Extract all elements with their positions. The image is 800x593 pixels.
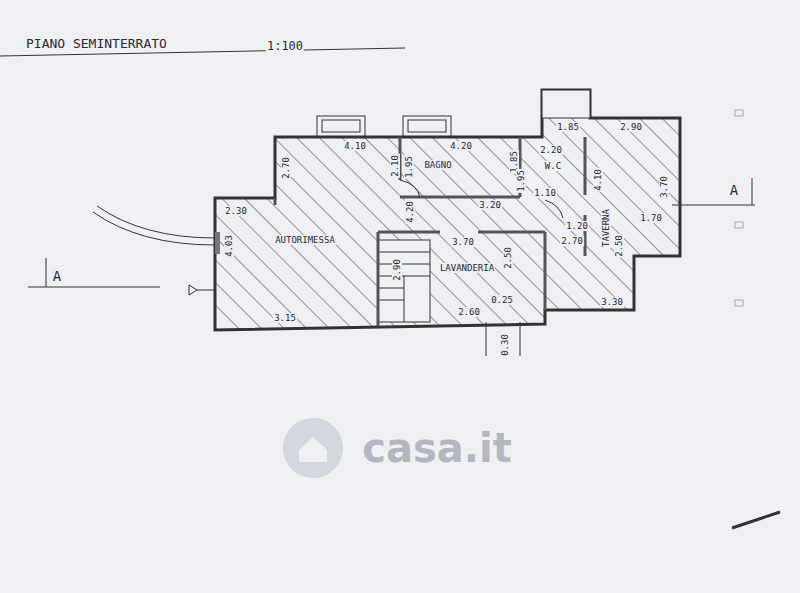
- dimension-label: 0.30: [500, 333, 510, 357]
- dimension-label: 3.20: [478, 200, 502, 210]
- dimension-label: A: [729, 182, 739, 198]
- dimension-label: 2.70: [281, 156, 291, 180]
- dimension-label: 2.90: [619, 122, 643, 132]
- room-name: LAVANDERIA: [439, 263, 495, 273]
- dimension-label: 4.10: [343, 141, 367, 151]
- dimension-label: 2.30: [224, 206, 248, 216]
- dimension-label: 1.85: [556, 122, 580, 132]
- plan-title: PIANO SEMINTERRATO: [26, 36, 167, 51]
- dimension-label: 2.20: [539, 145, 563, 155]
- dimension-label: 1.10: [533, 188, 557, 198]
- room-name: BAGNO: [423, 160, 452, 170]
- dimension-label: 1.20: [565, 221, 589, 231]
- dimension-label: 2.50: [503, 246, 513, 270]
- dimension-label: 1:100: [266, 39, 304, 53]
- dimension-label: 3.70: [659, 175, 669, 199]
- dimension-label: 2.70: [560, 236, 584, 246]
- room-name: TAVERNA: [601, 208, 611, 248]
- dimension-label: 3.70: [451, 237, 475, 247]
- dimension-label: 4.10: [593, 168, 603, 192]
- room-name: AUTORIMESSA: [274, 235, 336, 245]
- dimension-label: 1.70: [639, 213, 663, 223]
- dimension-label: 2.90: [392, 258, 402, 282]
- dimension-label: W.C: [544, 161, 562, 171]
- dimension-label: 4.03: [224, 234, 234, 258]
- dimension-label: 3.15: [273, 313, 297, 323]
- dimension-label: 3.30: [600, 297, 624, 307]
- dimension-label: 0.25: [490, 295, 514, 305]
- dimension-label: 1.95: [404, 155, 414, 179]
- dimension-label: 4.20: [449, 141, 473, 151]
- dimension-label: 4.20: [405, 200, 415, 224]
- watermark: casa.it: [361, 427, 513, 469]
- dimension-label: A: [52, 268, 62, 284]
- dimension-label: 1.95: [516, 169, 526, 193]
- dimension-label: 2.50: [614, 234, 624, 258]
- dimension-label: 2.60: [457, 307, 481, 317]
- dimension-label: 2.10: [390, 154, 400, 178]
